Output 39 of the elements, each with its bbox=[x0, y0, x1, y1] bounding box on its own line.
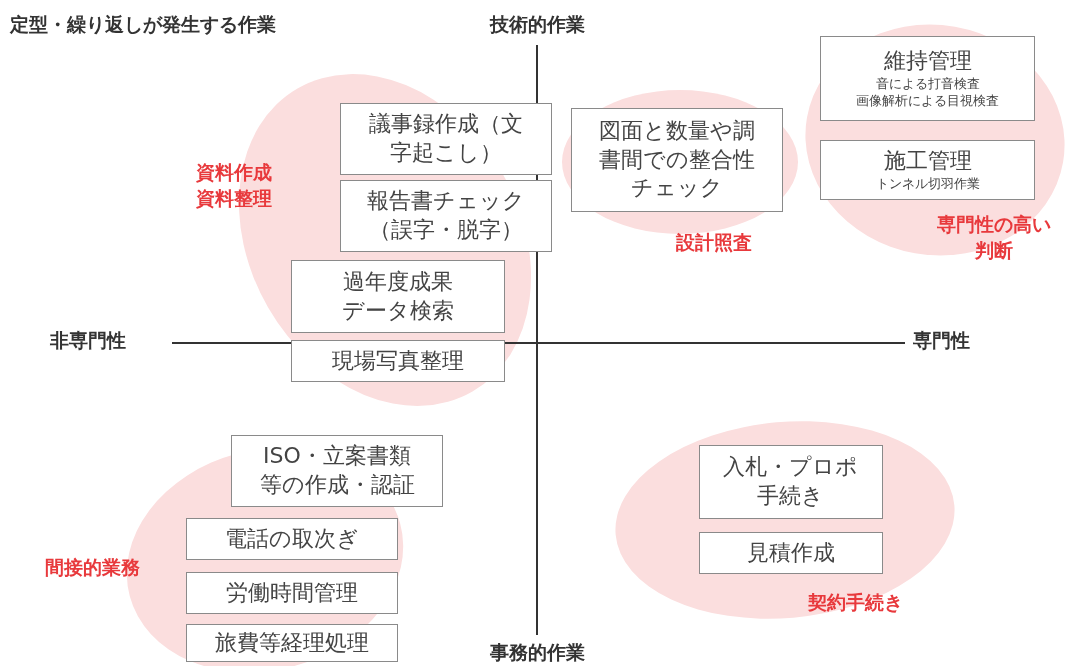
task-label: 報告書チェック（誤字・脱字） bbox=[366, 187, 526, 244]
task-label: 図面と数量や調書間での整合性チェック bbox=[598, 117, 756, 203]
group-label: 専門性の高い判断 bbox=[936, 212, 1052, 263]
task-label: 議事録作成（文字起こし） bbox=[368, 110, 524, 167]
task-box bbox=[186, 624, 398, 662]
task-label: 労働時間管理 bbox=[226, 578, 358, 607]
task-label: 施工管理 bbox=[883, 147, 972, 176]
axis-label: 技術的作業 bbox=[489, 12, 585, 37]
task-box bbox=[699, 445, 883, 519]
task-box bbox=[186, 572, 398, 614]
group-label: 間接的業務 bbox=[45, 555, 140, 580]
task-box bbox=[820, 36, 1035, 121]
task-label: 現場写真整理 bbox=[332, 346, 464, 375]
task-box bbox=[291, 260, 505, 333]
task-box bbox=[820, 140, 1035, 200]
axis-label: 事務的作業 bbox=[489, 640, 585, 665]
axis-label: 専門性 bbox=[913, 328, 970, 353]
task-label: 電話の取次ぎ bbox=[225, 524, 359, 553]
task-box bbox=[340, 103, 552, 175]
task-label: ISO・立案書類等の作成・認証 bbox=[258, 442, 416, 499]
task-label: 見積作成 bbox=[747, 538, 835, 567]
task-box bbox=[699, 532, 883, 574]
group-label: 資料作成資料整理 bbox=[195, 160, 273, 211]
task-label: 過年度成果データ検索 bbox=[341, 267, 455, 325]
task-detail: 画像解析による目視検査 bbox=[856, 92, 999, 110]
task-box bbox=[231, 435, 443, 507]
task-box bbox=[571, 108, 783, 212]
group-label: 設計照査 bbox=[676, 230, 752, 255]
task-box bbox=[340, 180, 552, 252]
task-box bbox=[291, 340, 505, 382]
task-label: 旅費等経理処理 bbox=[215, 628, 369, 657]
task-box bbox=[186, 518, 398, 560]
task-detail: 音による打音検査 bbox=[875, 75, 980, 93]
group-label: 契約手続き bbox=[808, 590, 903, 615]
task-detail: トンネル切羽作業 bbox=[875, 175, 980, 193]
task-label: 維持管理 bbox=[883, 47, 972, 76]
chart-title: 定型・繰り返しが発生する作業 bbox=[10, 12, 276, 37]
task-label: 入札・プロポ手続き bbox=[722, 453, 860, 510]
axis-label: 非専門性 bbox=[50, 328, 126, 353]
